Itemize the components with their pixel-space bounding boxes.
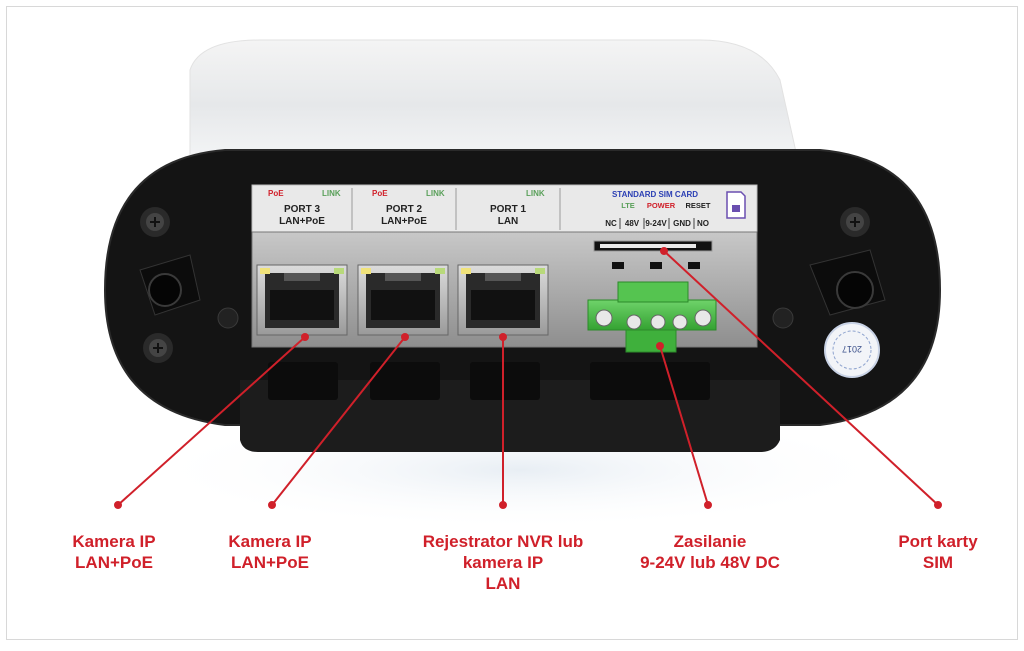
bolt-right bbox=[772, 307, 794, 329]
terminal-gnd: GND bbox=[673, 219, 691, 228]
port2-type: LAN+PoE bbox=[381, 216, 427, 227]
callout-nvr-port1: Rejestrator NVR lub kamera IP LAN bbox=[403, 531, 603, 594]
port1-link-label: LINK bbox=[526, 189, 545, 198]
screw-top-right bbox=[840, 207, 870, 237]
port2-link-label: LINK bbox=[426, 189, 445, 198]
callout-sim-port: Port karty SIM bbox=[880, 531, 996, 573]
port3-link-label: LINK bbox=[322, 189, 341, 198]
callout-line: kamera IP bbox=[462, 553, 544, 572]
power-terminal-block bbox=[587, 281, 717, 353]
port3-name: PORT 3 bbox=[284, 204, 321, 215]
callout-camera-port2: Kamera IP LAN+PoE bbox=[200, 531, 340, 573]
terminal-48v: 48V bbox=[625, 219, 640, 228]
cable-gland-right bbox=[809, 249, 886, 316]
terminal-no: NO bbox=[697, 219, 709, 228]
power-label: POWER bbox=[647, 201, 676, 210]
sticker-year: 2017 bbox=[842, 344, 862, 354]
callout-line: LAN+PoE bbox=[75, 553, 153, 572]
port1-name: PORT 1 bbox=[490, 204, 527, 215]
cable-gland-left bbox=[139, 254, 201, 316]
bolt-left bbox=[217, 307, 239, 329]
port3-type: LAN+PoE bbox=[279, 216, 325, 227]
callout-line: LAN+PoE bbox=[231, 553, 309, 572]
callout-line: 9-24V lub 48V DC bbox=[640, 553, 780, 572]
callout-line: Kamera IP bbox=[228, 532, 312, 551]
terminal-9-24v: 9-24V bbox=[645, 219, 667, 228]
rj45-port-2 bbox=[357, 264, 449, 336]
lower-recesses bbox=[268, 362, 710, 400]
callout-power: Zasilanie 9-24V lub 48V DC bbox=[620, 531, 800, 573]
callout-line: SIM bbox=[922, 553, 954, 572]
screw-top-left bbox=[140, 207, 170, 237]
rj45-port-3 bbox=[256, 264, 348, 336]
label-strip bbox=[251, 184, 758, 233]
reset-label: RESET bbox=[685, 201, 710, 210]
lte-led bbox=[612, 262, 624, 269]
callout-line: Zasilanie bbox=[673, 532, 747, 551]
callout-line: LAN bbox=[485, 574, 521, 593]
port2-name: PORT 2 bbox=[386, 204, 423, 215]
sim-title: STANDARD SIM CARD bbox=[612, 190, 698, 199]
callout-line: Rejestrator NVR lub bbox=[422, 532, 584, 551]
port2-poe-label: PoE bbox=[372, 189, 388, 198]
terminal-nc: NC bbox=[605, 219, 617, 228]
sim-card-icon bbox=[726, 191, 746, 219]
callout-lines bbox=[114, 247, 942, 509]
screw-bottom-left bbox=[143, 333, 173, 363]
port3-poe-label: PoE bbox=[268, 189, 284, 198]
power-led bbox=[650, 262, 662, 269]
callout-line: Port karty bbox=[898, 532, 978, 551]
lte-label: LTE bbox=[621, 201, 635, 210]
callout-camera-port3: Kamera IP LAN+PoE bbox=[44, 531, 184, 573]
port1-type: LAN bbox=[498, 216, 519, 227]
rj45-port-1 bbox=[457, 264, 549, 336]
reset-button[interactable] bbox=[688, 262, 700, 269]
enclosure-body bbox=[189, 39, 801, 171]
calibration-sticker: 2017 bbox=[824, 322, 880, 378]
callout-line: Kamera IP bbox=[72, 532, 156, 551]
